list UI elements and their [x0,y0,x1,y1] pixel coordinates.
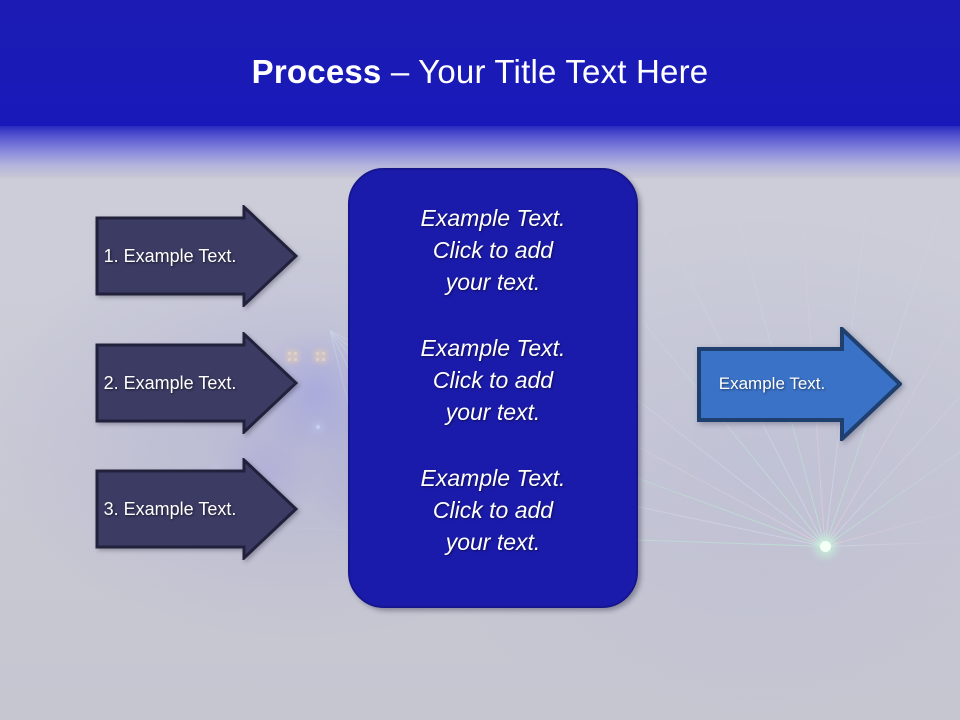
step-arrow-1[interactable]: 1. Example Text. [95,205,298,307]
panel-text-block-1: Example Text. Click to add your text. [420,205,566,295]
page-title: Process – Your Title Text Here [0,52,960,92]
step-arrow-3[interactable]: 3. Example Text. [95,458,298,560]
title-banner [0,0,960,126]
right-arrow-icon [95,332,298,434]
result-arrow-label: Example Text. [718,374,826,393]
step-arrow-3-label: 3. Example Text. [103,498,237,519]
step-arrow-2[interactable]: 2. Example Text. [95,332,298,434]
panel-text-block-2: Example Text. Click to add your text. [420,335,566,425]
background-laser-origin [820,541,831,552]
right-arrow-icon [95,458,298,560]
result-arrow[interactable]: Example Text. [697,327,902,441]
page-title-rest: – Your Title Text Here [381,53,709,90]
right-arrow-icon [697,327,902,441]
step-arrow-2-label: 2. Example Text. [103,372,237,393]
panel-text-block-3: Example Text. Click to add your text. [420,465,566,555]
step-arrow-1-label: 1. Example Text. [103,245,237,266]
right-arrow-icon [95,205,298,307]
page-title-bold: Process [251,53,382,90]
process-panel[interactable]: Example Text. Click to add your text. Ex… [348,168,638,608]
